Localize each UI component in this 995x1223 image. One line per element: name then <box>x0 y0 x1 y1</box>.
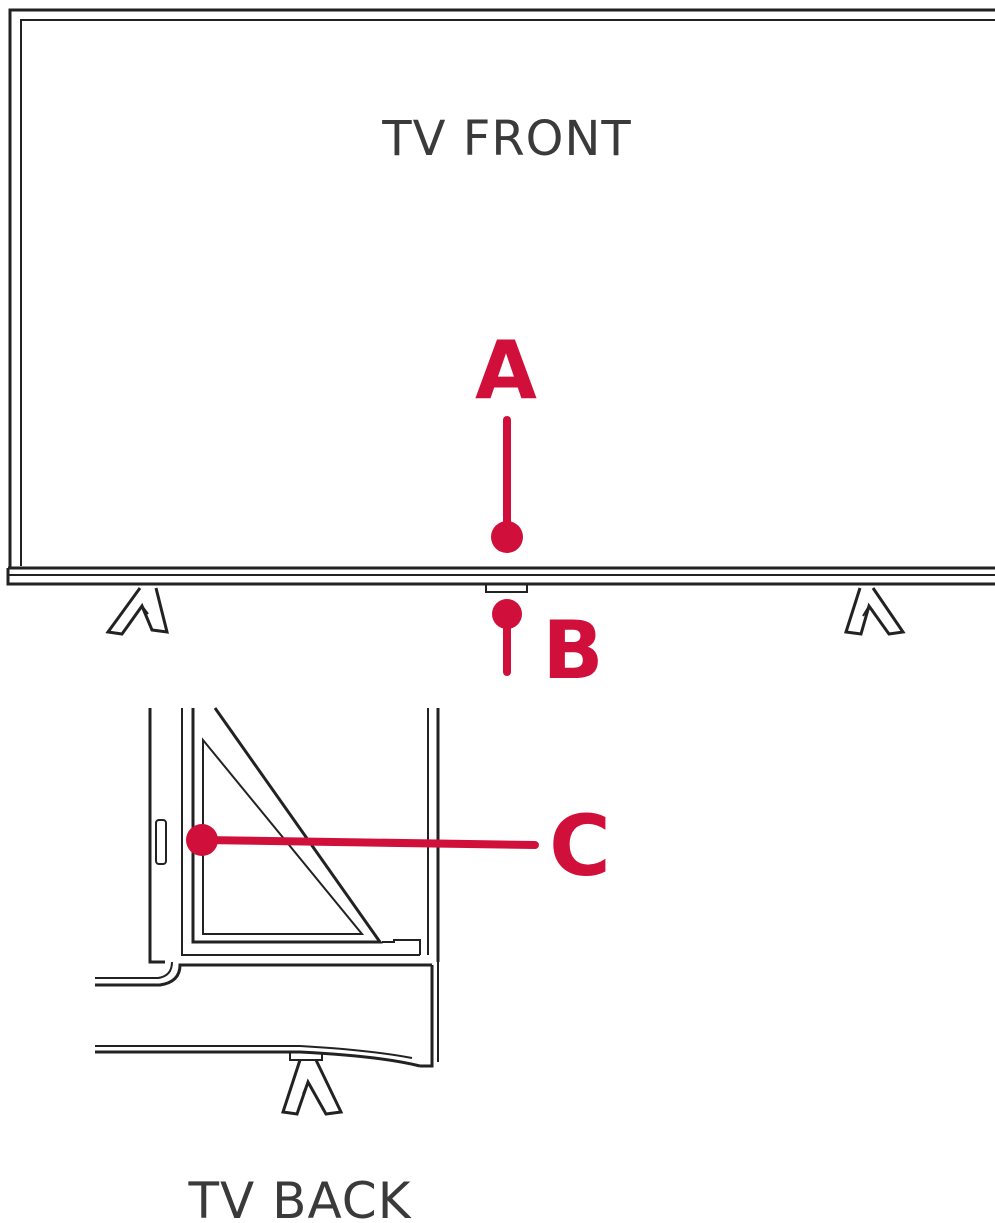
tv-front-frame <box>10 10 995 568</box>
tv-back-housing-left <box>150 708 165 962</box>
callout-b: B <box>492 599 603 697</box>
back-port-slot <box>156 820 166 864</box>
callout-c: C <box>186 797 611 895</box>
callout-a-dot <box>491 521 523 553</box>
callout-c-label: C <box>549 797 611 895</box>
callout-b-label: B <box>543 604 604 697</box>
tv-back-base-top-inner <box>95 962 172 978</box>
right-stand-foot <box>846 588 903 634</box>
left-stand-foot <box>108 588 167 634</box>
tv-back-base-bottom <box>95 1052 420 1066</box>
tv-back-caption: TV BACK <box>188 1172 412 1223</box>
support-bracket <box>193 708 420 955</box>
back-stand-foot <box>283 1052 341 1114</box>
callout-a-label: A <box>475 324 537 417</box>
tv-back-base-top <box>95 965 432 985</box>
tv-front-caption: TV FRONT <box>381 111 631 167</box>
tv-back-view: TV BACK <box>95 708 438 1223</box>
tv-back-base-right <box>420 965 432 1066</box>
callout-a: A <box>475 324 537 553</box>
callout-c-line <box>202 840 535 845</box>
